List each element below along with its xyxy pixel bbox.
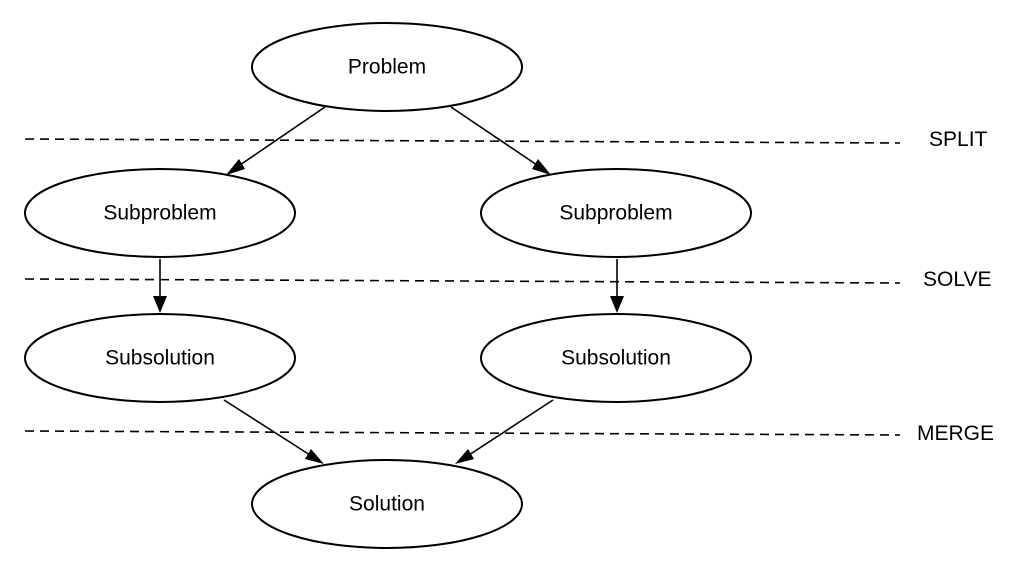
phase-label-split: SPLIT	[929, 128, 988, 151]
node-subsolution-left-label: Subsolution	[105, 347, 215, 370]
merge-divider	[24, 430, 901, 436]
arrowhead-subproblem-left-to-subsolution-left	[153, 296, 167, 313]
edge-problem-to-subproblem-right	[450, 106, 538, 166]
split-divider	[24, 138, 901, 144]
phase-label-merge: MERGE	[917, 422, 994, 445]
node-problem: Problem	[251, 22, 523, 112]
node-problem-label: Problem	[348, 56, 426, 79]
node-subproblem-left: Subproblem	[24, 168, 296, 258]
node-subproblem-right-label: Subproblem	[559, 202, 672, 225]
phase-label-solve: SOLVE	[923, 268, 991, 291]
arrowhead-subsolution-left-to-solution	[305, 449, 324, 464]
node-solution-label: Solution	[349, 493, 425, 516]
node-subsolution-left: Subsolution	[24, 313, 296, 403]
arrowhead-problem-to-subproblem-right	[532, 159, 551, 175]
edge-problem-to-subproblem-left	[239, 106, 326, 166]
edge-subsolution-right-to-solution	[468, 399, 554, 456]
node-solution: Solution	[251, 459, 523, 549]
arrowhead-subproblem-right-to-subsolution-right	[610, 296, 624, 313]
node-subproblem-left-label: Subproblem	[103, 202, 216, 225]
node-subsolution-right-label: Subsolution	[561, 347, 671, 370]
node-subsolution-right: Subsolution	[480, 313, 752, 403]
arrowhead-subsolution-right-to-solution	[455, 449, 474, 464]
node-subproblem-right: Subproblem	[480, 168, 752, 258]
solve-divider	[24, 278, 901, 284]
edge-subsolution-left-to-solution	[223, 399, 311, 456]
arrowhead-problem-to-subproblem-left	[226, 159, 245, 175]
